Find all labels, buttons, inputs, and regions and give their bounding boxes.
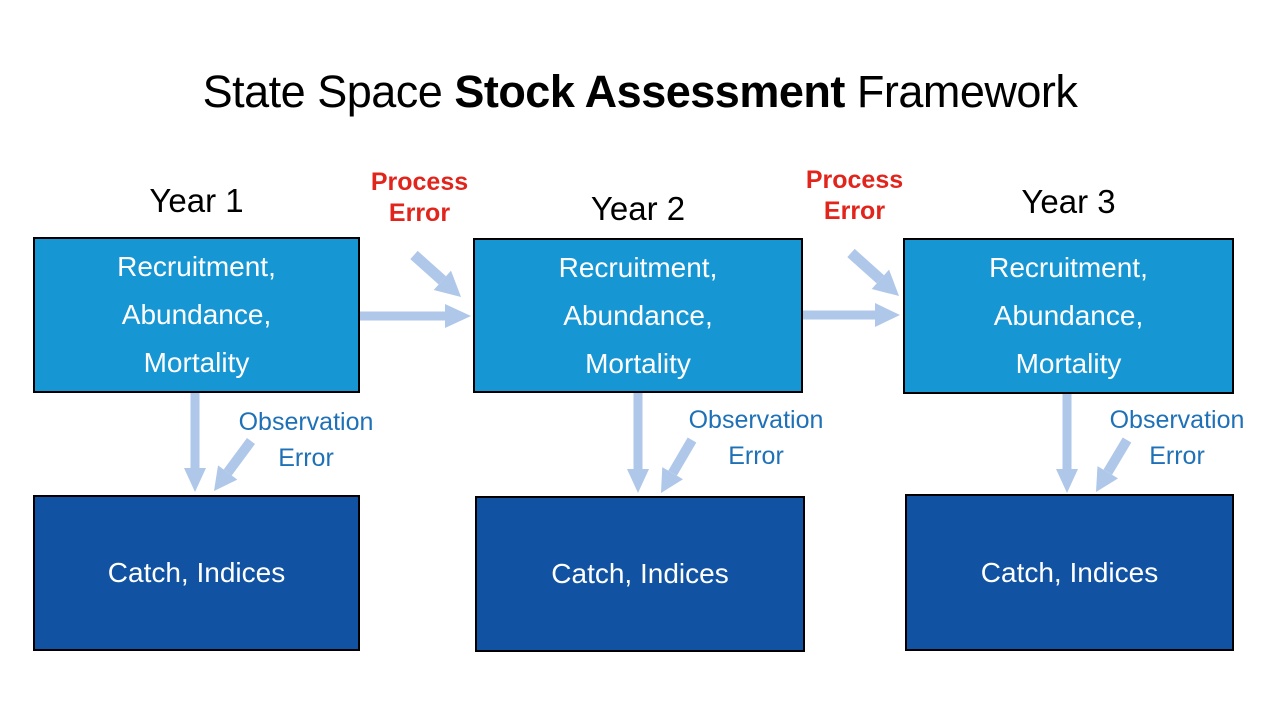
state-to-observation-arrow-1 xyxy=(184,393,206,492)
year-label-1: Year 1 xyxy=(149,182,244,219)
process-error-label-1: Process Error xyxy=(370,168,469,227)
page-title: State Space Stock Assessment Framework xyxy=(0,64,1280,120)
process-error-label-2: Process Error xyxy=(805,166,904,225)
state-box-text: Recruitment, Abundance, Mortality xyxy=(558,251,718,379)
observation-box-text: Catch, Indices xyxy=(551,558,729,589)
state-transition-arrow-2 xyxy=(803,303,900,327)
year-label-3: Year 3 xyxy=(1021,183,1116,220)
observation-box-text: Catch, Indices xyxy=(980,556,1159,588)
observation-error-label-1: Observation Error xyxy=(238,408,374,472)
title-suffix: Framework xyxy=(844,66,1078,117)
observation-box-year-1: Catch, Indices xyxy=(33,495,360,651)
state-transition-arrow-1 xyxy=(360,304,471,328)
state-box-text: Recruitment, Abundance, Mortality xyxy=(117,251,276,378)
state-to-observation-arrow-3 xyxy=(1056,394,1078,493)
state-box-text: Recruitment, Abundance, Mortality xyxy=(989,252,1148,379)
title-emphasis: Stock Assessment xyxy=(454,66,845,117)
state-to-observation-arrow-2 xyxy=(627,393,649,493)
state-box-year-1: Recruitment, Abundance, Mortality xyxy=(33,237,360,393)
observation-error-label-3: Observation Error xyxy=(1109,406,1245,470)
year-label-2: Year 2 xyxy=(590,190,686,227)
observation-box-year-3: Catch, Indices xyxy=(905,494,1234,651)
observation-box-text: Catch, Indices xyxy=(107,557,286,588)
state-box-year-3: Recruitment, Abundance, Mortality xyxy=(903,238,1234,394)
process-error-arrow-1 xyxy=(410,250,461,297)
observation-error-label-2: Observation Error xyxy=(688,406,824,470)
state-box-year-2: Recruitment, Abundance, Mortality xyxy=(473,238,803,393)
title-prefix: State Space xyxy=(202,66,455,117)
observation-box-year-2: Catch, Indices xyxy=(475,496,805,652)
process-error-arrow-2 xyxy=(847,248,899,296)
